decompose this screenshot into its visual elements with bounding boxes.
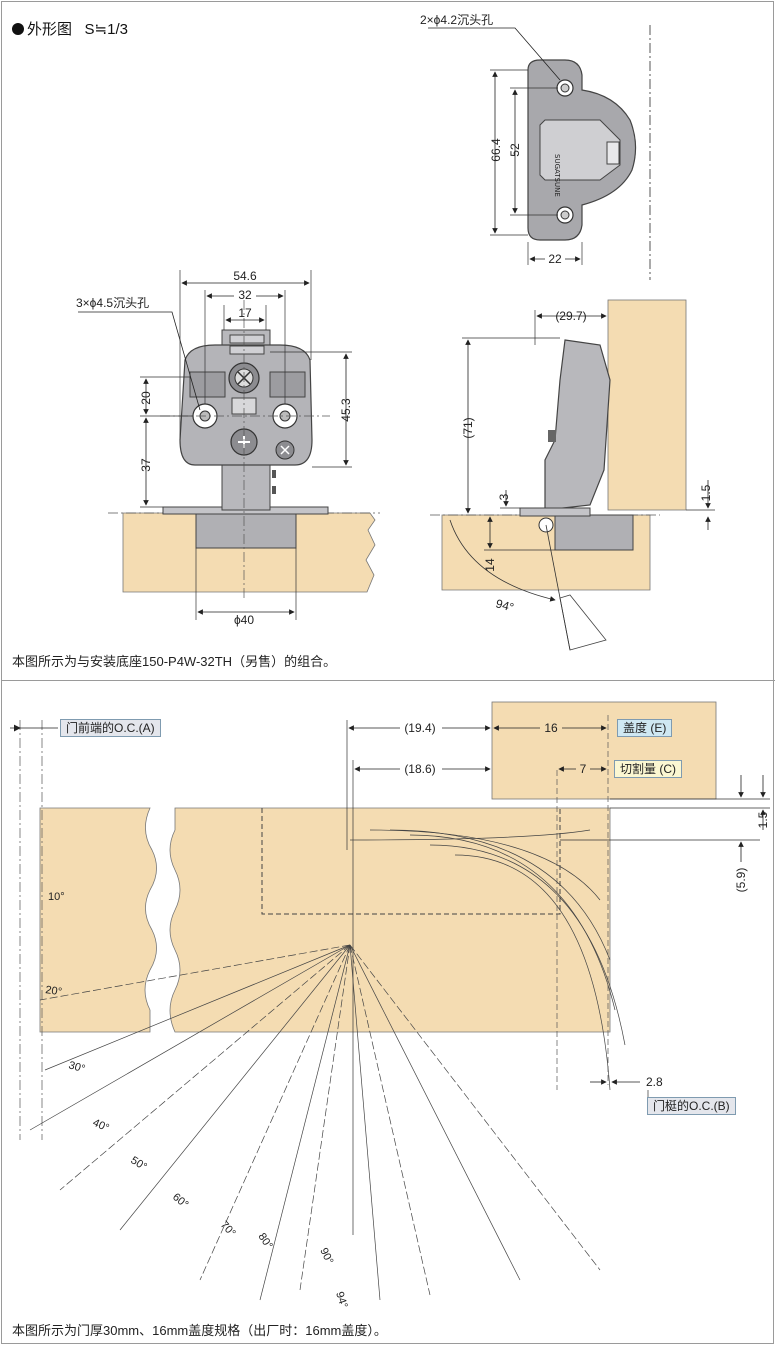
top-view: SUGATSUNE 66.4 52 22 2×ϕ4.2沉头孔 bbox=[420, 13, 651, 280]
angle-label: 50° bbox=[128, 1154, 148, 1173]
swing-arc bbox=[409, 834, 616, 1011]
front-view: 54.6 32 17 20 37 45.3 ϕ40 3×ϕ4.5沉头孔 bbox=[76, 269, 380, 627]
side-angle-94: 94° bbox=[494, 596, 515, 614]
swing-arc bbox=[349, 829, 591, 841]
caption-spec: 本图所示为门厚30mm、16mm盖度规格（出厂时：16mm盖度）。 bbox=[12, 1323, 387, 1338]
front-dim-32: 32 bbox=[238, 288, 252, 302]
tag-oc-frame: 门梃的O.C.(B) bbox=[647, 1097, 736, 1115]
swing-dim-18-6: (18.6) bbox=[404, 762, 435, 776]
swing-dim-19-4: (19.4) bbox=[404, 721, 435, 735]
swing-ray bbox=[199, 944, 351, 1281]
side-dim-14: 14 bbox=[483, 558, 497, 572]
front-dim-45-3: 45.3 bbox=[339, 398, 353, 422]
angle-label: 40° bbox=[91, 1117, 111, 1135]
angle-label: 30° bbox=[67, 1059, 86, 1075]
swing-ray bbox=[44, 944, 351, 1071]
swing-dim-7: 7 bbox=[580, 762, 587, 776]
tag-overlay: 盖度 (E) bbox=[617, 719, 673, 737]
front-dim-54-6: 54.6 bbox=[233, 269, 257, 283]
angle-label: 94° bbox=[333, 1290, 350, 1310]
bullet-icon bbox=[12, 23, 24, 35]
swing-ray bbox=[259, 944, 351, 1301]
top-dim-22: 22 bbox=[548, 252, 562, 266]
swing-ray bbox=[349, 944, 381, 1301]
front-dim-17: 17 bbox=[238, 306, 252, 320]
top-dim-52: 52 bbox=[508, 143, 522, 157]
angle-label: 90° bbox=[317, 1246, 335, 1266]
heading-title: 外形图 bbox=[27, 21, 73, 38]
side-dim-1-5: 1.5 bbox=[699, 484, 713, 501]
swing-ray bbox=[119, 944, 351, 1231]
swing-diagram: (19.4) 16 (18.6) 7 1.5 (5.9) 2.8 10° 20° 3… bbox=[10, 701, 770, 1310]
tag-cut-amount: 切割量 (C) bbox=[614, 760, 682, 778]
side-view: 94° (29.7) (71) 3 14 1.5 bbox=[430, 299, 715, 651]
angle-label: 70° bbox=[218, 1219, 238, 1239]
front-dim-20: 20 bbox=[139, 391, 153, 405]
section-divider bbox=[1, 680, 775, 681]
svg-text:SUGATSUNE: SUGATSUNE bbox=[553, 154, 561, 197]
caption-combination: 本图所示为与安装底座150-P4W-32TH（另售）的组合。 bbox=[12, 654, 337, 669]
angle-label: 10° bbox=[48, 891, 65, 903]
heading-scale: S≒1/3 bbox=[84, 21, 128, 38]
swing-dim-1-5: 1.5 bbox=[756, 811, 770, 828]
swing-ray bbox=[59, 944, 351, 1191]
side-dim-3: 3 bbox=[497, 493, 511, 500]
swing-arc bbox=[369, 829, 601, 901]
side-dim-29-7: (29.7) bbox=[555, 309, 586, 323]
tag-oc-front: 门前端的O.C.(A) bbox=[60, 719, 161, 737]
top-holes-label: 2×ϕ4.2沉头孔 bbox=[420, 13, 493, 27]
front-dim-37: 37 bbox=[139, 458, 153, 472]
side-dim-71: (71) bbox=[461, 417, 475, 438]
angle-label: 20° bbox=[45, 984, 63, 998]
swing-dim-5-9: (5.9) bbox=[734, 868, 748, 893]
angle-label: 80° bbox=[256, 1231, 275, 1252]
angle-label: 60° bbox=[170, 1191, 190, 1211]
front-holes-label: 3×ϕ4.5沉头孔 bbox=[76, 296, 149, 310]
front-dim-phi40: ϕ40 bbox=[234, 613, 254, 627]
swing-ray bbox=[39, 944, 351, 1001]
swing-dim-2-8: 2.8 bbox=[646, 1075, 663, 1089]
swing-dim-16: 16 bbox=[544, 721, 558, 735]
swing-ray bbox=[349, 944, 521, 1281]
top-dim-66-4: 66.4 bbox=[489, 138, 503, 162]
swing-ray bbox=[299, 944, 351, 1291]
swing-ray bbox=[349, 944, 431, 1296]
swing-ray bbox=[29, 944, 351, 1131]
swing-arc bbox=[454, 854, 611, 1091]
swing-arc bbox=[389, 829, 611, 961]
outline-heading: 外形图 S≒1/3 bbox=[12, 18, 128, 39]
swing-lines bbox=[29, 829, 626, 1301]
swing-ray bbox=[349, 944, 601, 1271]
swing-arc bbox=[429, 844, 626, 1046]
